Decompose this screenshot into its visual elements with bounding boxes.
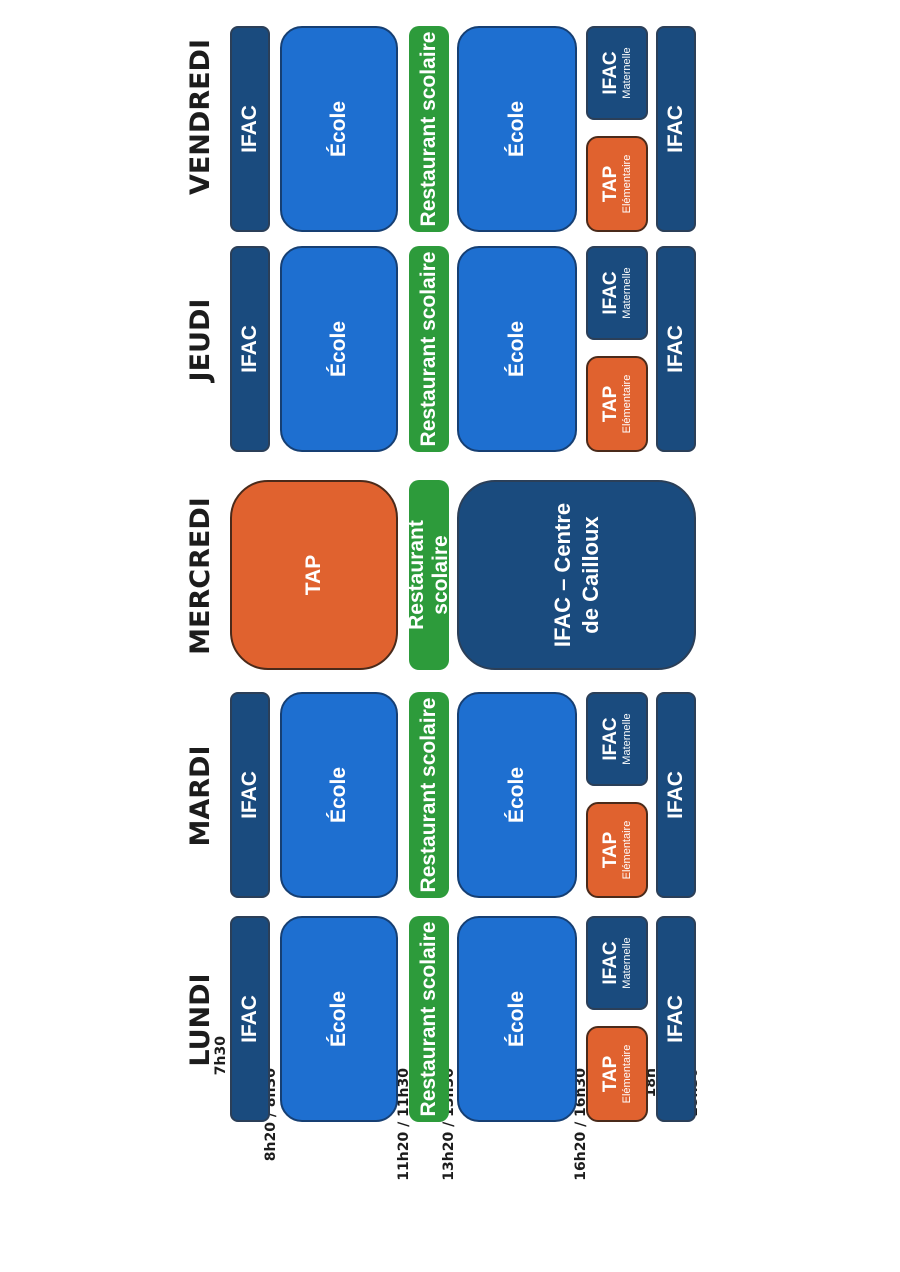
block-label-line2: de Cailloux	[577, 516, 603, 634]
day-header-lundi: LUNDI	[185, 973, 216, 1067]
block-label: Restaurant scolaire	[405, 520, 452, 630]
mardi-ifac-morning: IFAC	[230, 692, 270, 898]
vendredi-ecole-afternoon: École	[457, 26, 577, 232]
block-label: Restaurant scolaire	[417, 251, 440, 447]
lundi-ifac-maternelle: IFAC Maternelle	[586, 916, 648, 1010]
lundi-ifac-morning: IFAC	[230, 916, 270, 1122]
block-sublabel: Elémentaire	[621, 374, 633, 434]
mardi-ecole-morning: École	[280, 692, 398, 898]
block-label: IFAC	[664, 105, 687, 153]
lundi-restaurant: Restaurant scolaire	[409, 916, 449, 1122]
block-label: Restaurant scolaire	[417, 697, 440, 893]
mercredi-ifac-centre: IFAC – Centre de Cailloux	[457, 480, 696, 670]
block-label: École	[505, 320, 528, 378]
block-label: IFAC	[664, 771, 687, 819]
block-label: TAP	[600, 831, 621, 869]
vendredi-restaurant: Restaurant scolaire	[409, 26, 449, 232]
block-sublabel: Maternelle	[621, 713, 633, 765]
block-label: IFAC	[238, 771, 261, 819]
lundi-tap-elementaire: TAP Elémentaire	[586, 1026, 648, 1122]
mercredi-tap: TAP	[230, 480, 398, 670]
block-label: École	[327, 990, 350, 1048]
day-header-vendredi: VENDREDI	[185, 38, 216, 196]
vendredi-ecole-morning: École	[280, 26, 398, 232]
block-label-line1: IFAC – Centre	[549, 502, 575, 648]
jeudi-restaurant: Restaurant scolaire	[409, 246, 449, 452]
day-header-mardi: MARDI	[185, 745, 216, 847]
mardi-ecole-afternoon: École	[457, 692, 577, 898]
block-label: Restaurant scolaire	[417, 921, 440, 1117]
block-label: IFAC	[600, 271, 621, 315]
block-label: Restaurant scolaire	[417, 31, 440, 227]
day-header-jeudi: JEUDI	[185, 298, 216, 382]
jeudi-ifac-evening: IFAC	[656, 246, 696, 452]
mardi-ifac-maternelle: IFAC Maternelle	[586, 692, 648, 786]
block-label: École	[327, 100, 350, 158]
vendredi-ifac-maternelle: IFAC Maternelle	[586, 26, 648, 120]
mardi-ifac-evening: IFAC	[656, 692, 696, 898]
vendredi-ifac-evening: IFAC	[656, 26, 696, 232]
jeudi-ifac-morning: IFAC	[230, 246, 270, 452]
block-label: TAP	[600, 385, 621, 423]
block-label: IFAC	[238, 995, 261, 1043]
block-label: École	[505, 990, 528, 1048]
block-label: IFAC	[600, 941, 621, 985]
vendredi-tap-elementaire: TAP Elémentaire	[586, 136, 648, 232]
block-sublabel: Maternelle	[621, 267, 633, 319]
day-header-mercredi: MERCREDI	[185, 497, 216, 655]
block-sublabel: Elémentaire	[621, 820, 633, 880]
block-label: TAP	[600, 165, 621, 203]
block-label: École	[505, 100, 528, 158]
block-label: IFAC	[664, 325, 687, 373]
block-label: TAP	[302, 554, 325, 596]
block-label: École	[327, 766, 350, 824]
lundi-ifac-evening: IFAC	[656, 916, 696, 1122]
block-label: École	[327, 320, 350, 378]
jeudi-ecole-morning: École	[280, 246, 398, 452]
block-label: IFAC	[600, 51, 621, 95]
block-label: IFAC	[238, 105, 261, 153]
lundi-ecole-morning: École	[280, 916, 398, 1122]
lundi-ecole-afternoon: École	[457, 916, 577, 1122]
jeudi-ecole-afternoon: École	[457, 246, 577, 452]
block-label: TAP	[600, 1055, 621, 1093]
block-label: École	[505, 766, 528, 824]
jeudi-ifac-maternelle: IFAC Maternelle	[586, 246, 648, 340]
vendredi-ifac-morning: IFAC	[230, 26, 270, 232]
block-sublabel: Maternelle	[621, 47, 633, 99]
mercredi-restaurant: Restaurant scolaire	[405, 480, 452, 670]
mardi-restaurant: Restaurant scolaire	[409, 692, 449, 898]
block-label: IFAC	[664, 995, 687, 1043]
block-label: IFAC	[238, 325, 261, 373]
block-sublabel: Elémentaire	[621, 154, 633, 214]
jeudi-tap-elementaire: TAP Elémentaire	[586, 356, 648, 452]
block-label: IFAC	[600, 717, 621, 761]
block-sublabel: Maternelle	[621, 937, 633, 989]
block-sublabel: Elémentaire	[621, 1044, 633, 1104]
mardi-tap-elementaire: TAP Elémentaire	[586, 802, 648, 898]
